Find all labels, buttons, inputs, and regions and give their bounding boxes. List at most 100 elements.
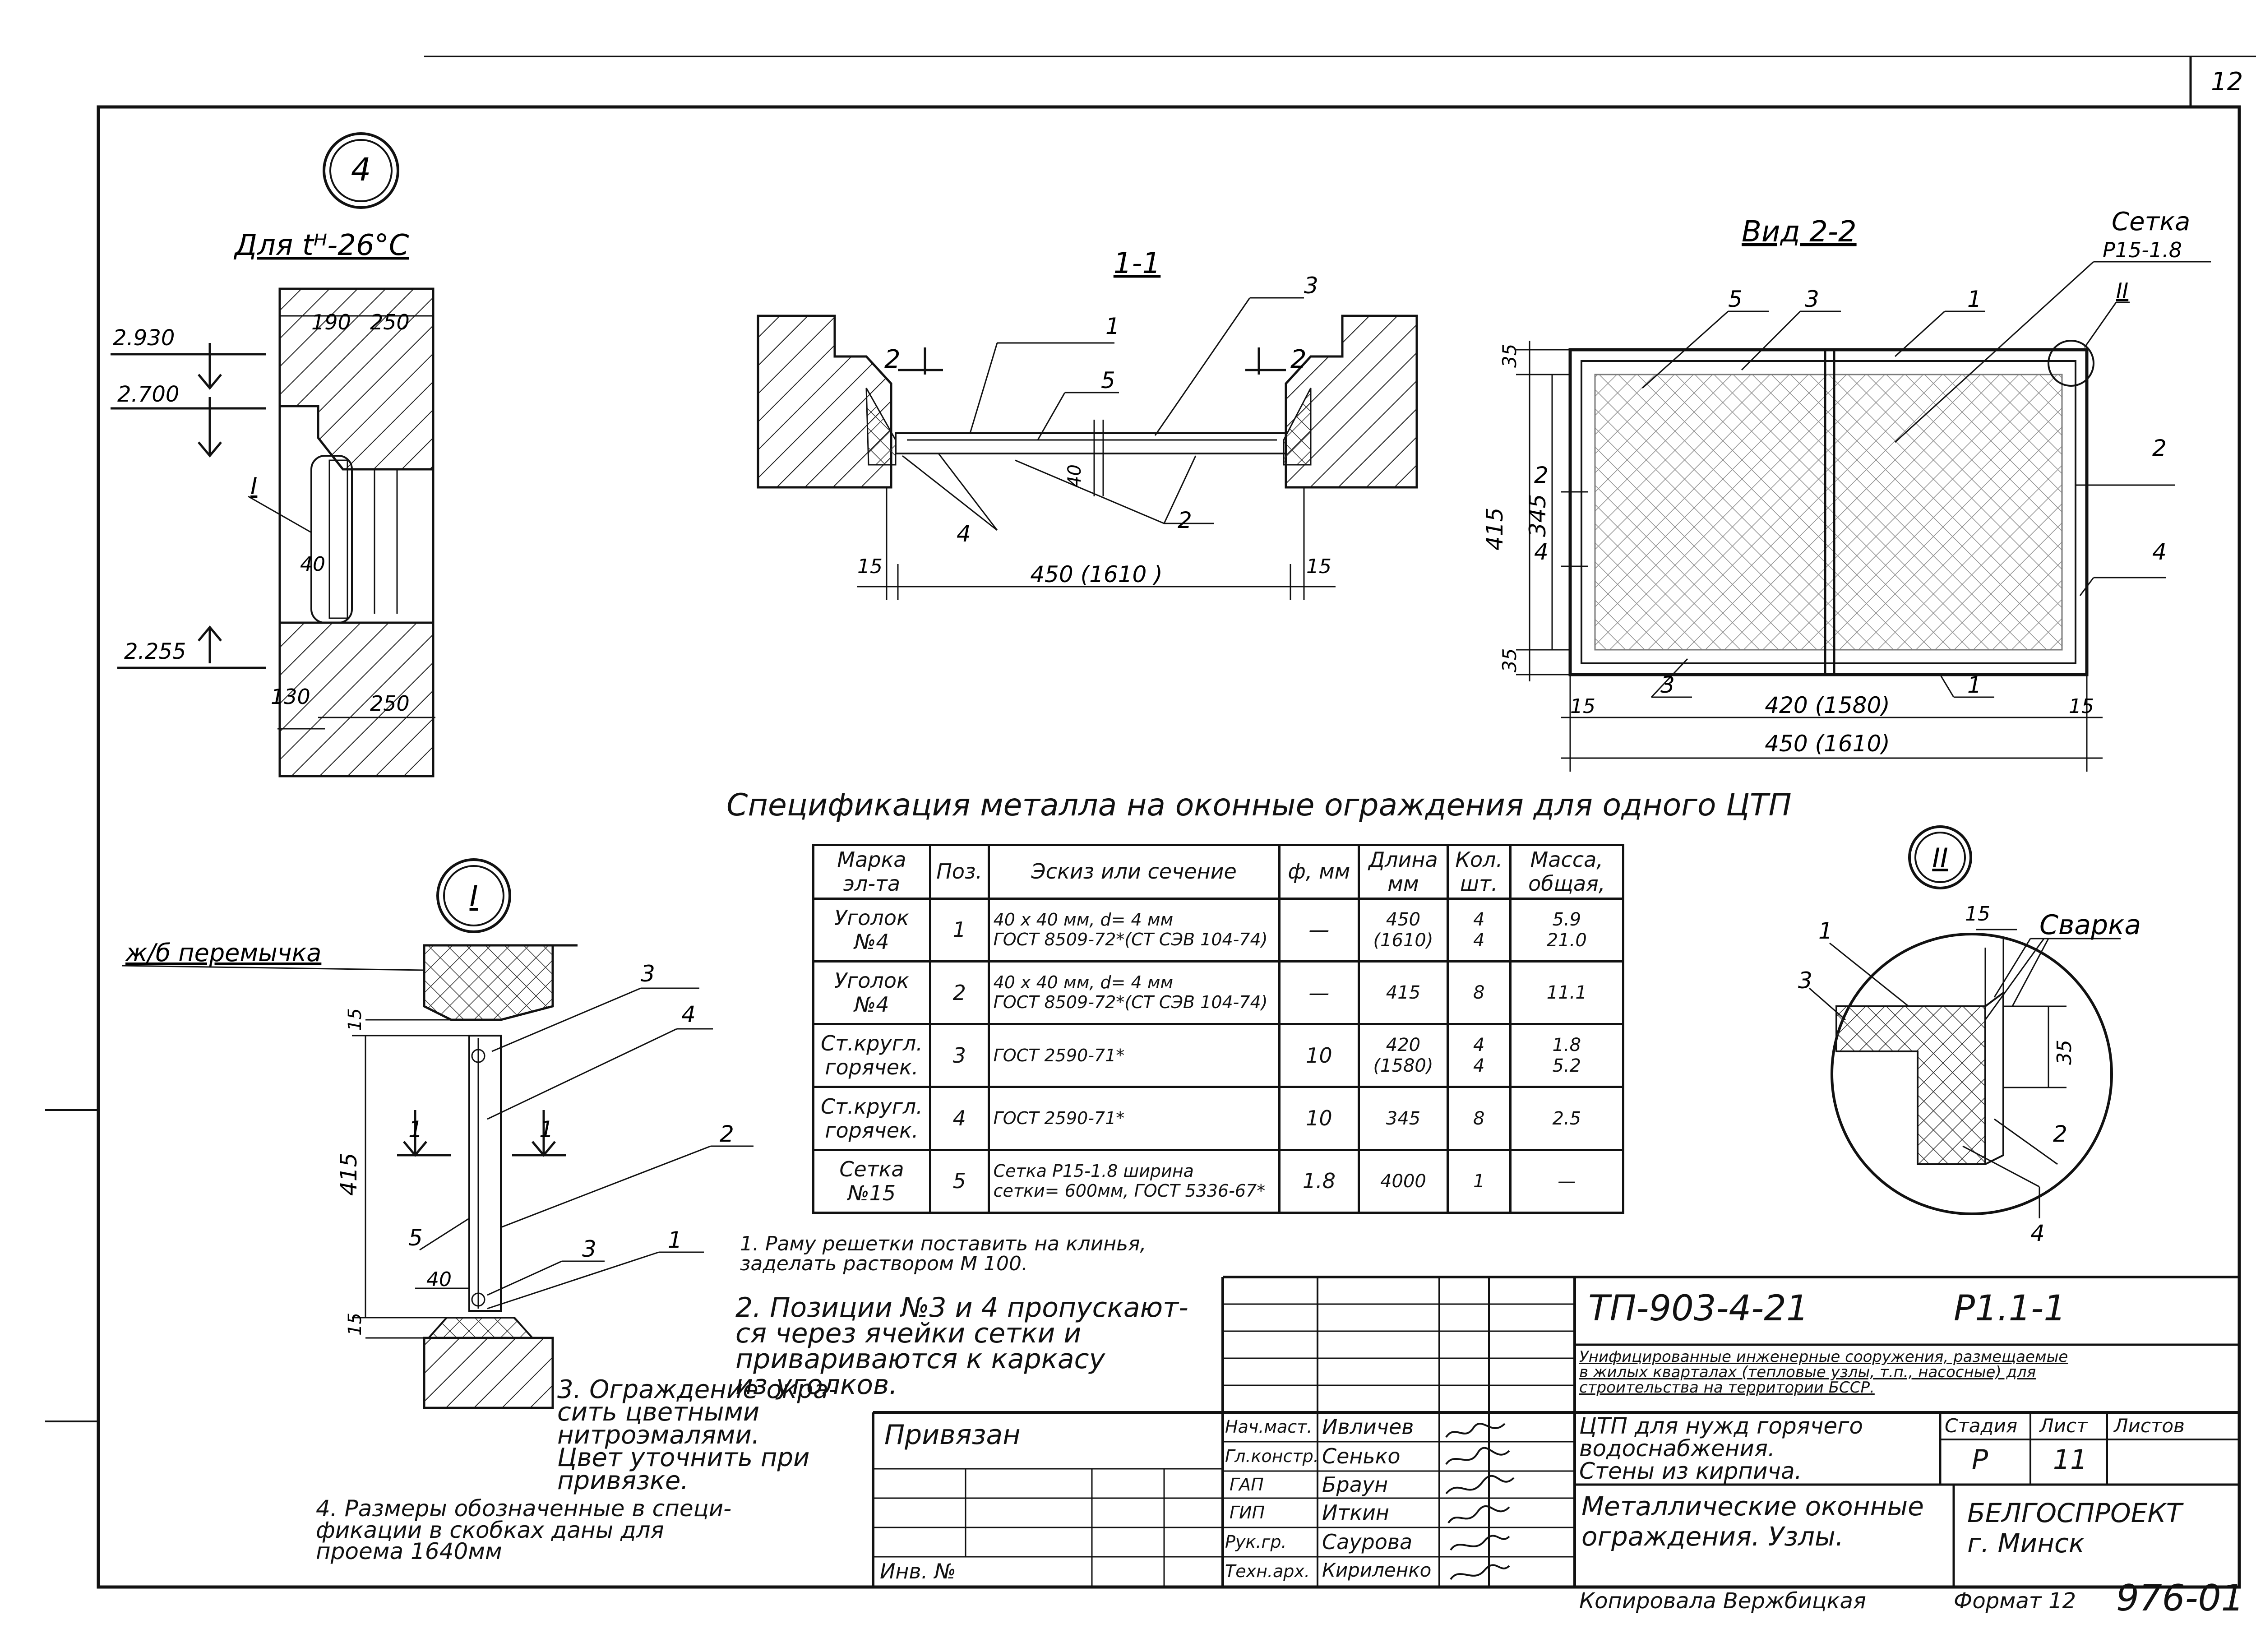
spec-cell-mark: Ст.кругл. горячек. [812, 1086, 931, 1151]
name-1: Ивличев [1322, 1415, 1414, 1439]
spec-cell-mark: Сетка №15 [812, 1148, 931, 1214]
name-5: Саурова [1322, 1530, 1413, 1554]
section-dim-15-right: 15 [1306, 555, 1331, 578]
sheet-frame [45, 56, 2256, 1589]
stage-value: Р [1972, 1444, 1988, 1476]
view-dim-450: 450 (1610) [1765, 731, 1890, 757]
spec-col-length: Длина мм [1358, 844, 1449, 900]
spec-cell-qty: 8 [1446, 1086, 1512, 1151]
detail-ii [1809, 825, 2121, 1218]
name-4: Иткин [1322, 1500, 1389, 1525]
section-cut-left: 2 [884, 345, 901, 374]
section-dim-40: 40 [1064, 464, 1085, 487]
table-row: Ст.кругл. горячек. 3 ГОСТ 2590-71* 10 42… [812, 1023, 1625, 1088]
spec-cell-length: 450 (1610) [1358, 897, 1449, 963]
view-dim-420: 420 (1580) [1765, 692, 1890, 718]
table-row: Ст.кругл. горячек. 4 ГОСТ 2590-71* 10 34… [812, 1086, 1625, 1151]
spec-cell-pos: 4 [929, 1086, 990, 1151]
role-6: Техн.арх. [1225, 1561, 1310, 1581]
detail-4-callout: I [250, 473, 257, 500]
detail-4-dim-190: 190 [311, 310, 351, 334]
format-label: Формат 12 [1954, 1588, 2076, 1614]
detail-4-dim-40: 40 [300, 553, 325, 576]
sheet-code: Р1.1-1 [1954, 1288, 2066, 1329]
section-cut-right: 2 [1290, 345, 1307, 374]
spec-cell-mass: 11.1 [1509, 960, 1625, 1026]
spec-cell-dia: 10 [1278, 1023, 1360, 1088]
detail-i-cut-right: 1 [539, 1116, 554, 1143]
detail-i [121, 858, 754, 1409]
spec-cell-sketch: 40 х 40 мм, d= 4 мм ГОСТ 8509-72*(СТ СЭВ… [987, 897, 1281, 963]
name-3: Браун [1322, 1472, 1388, 1497]
detail-i-marker: I [470, 880, 478, 913]
copied-by: Копировала Вержбицкая [1579, 1588, 1866, 1614]
role-1: Нач.маст. [1225, 1417, 1313, 1437]
note-1: 1. Раму решетки поставить на клинья, зад… [740, 1232, 1146, 1275]
spec-cell-dia: — [1278, 960, 1360, 1026]
detail-i-label-1: 1 [668, 1227, 682, 1253]
view-2-2 [1516, 261, 2211, 772]
spec-cell-mass: — [1509, 1148, 1625, 1214]
view-label-4-left: 4 [1534, 539, 1549, 565]
spec-cell-pos: 3 [929, 1023, 990, 1088]
detail-i-dim-415: 415 [336, 1153, 362, 1196]
detail-i-label-2: 2 [720, 1121, 734, 1147]
role-3: ГАП [1230, 1475, 1264, 1495]
section-dim-15-left: 15 [857, 555, 883, 578]
spec-cell-qty: 1 [1446, 1148, 1512, 1214]
detail-4-dim-250-lower: 250 [370, 691, 410, 716]
inventory-label: Инв. № [880, 1559, 956, 1583]
spec-col-mark: Марка эл-та [812, 844, 931, 900]
section-label-4: 4 [957, 521, 971, 547]
sheet-number-top: 12 [2211, 67, 2243, 97]
spec-col-pos: Поз. [929, 844, 990, 900]
spec-cell-mark: Уголок №4 [812, 960, 931, 1026]
view-label-2-right: 2 [2152, 435, 2167, 461]
section-label-5: 5 [1101, 367, 1115, 393]
spec-cell-sketch: ГОСТ 2590-71* [987, 1086, 1281, 1151]
table-row: Уголок №4 1 40 х 40 мм, d= 4 мм ГОСТ 850… [812, 897, 1625, 963]
detail-i-lintel: ж/б перемычка [125, 939, 321, 967]
detail-i-dim-15-bottom: 15 [345, 1313, 365, 1336]
section-1-1 [757, 297, 1418, 600]
role-2: Гл.констр. [1225, 1446, 1319, 1466]
level-2255: 2.255 [124, 639, 186, 664]
view-label-1-bottom: 1 [1967, 672, 1982, 698]
section-label-1: 1 [1105, 313, 1120, 339]
view-callout-ii: II [2116, 278, 2128, 303]
view-dim-15-left: 15 [1570, 695, 1595, 718]
name-6: Кириленко [1322, 1559, 1432, 1581]
doc-code: ТП-903-4-21 [1588, 1288, 1809, 1329]
spec-cell-mass: 5.9 21.0 [1509, 897, 1625, 963]
archive-number: 976-01 [2116, 1577, 2244, 1619]
table-row: Уголок №4 2 40 х 40 мм, d= 4 мм ГОСТ 850… [812, 960, 1625, 1026]
detail-ii-label-2: 2 [2053, 1121, 2067, 1147]
spec-cell-length: 345 [1358, 1086, 1449, 1151]
project-name: Унифицированные инженерные сооружения, р… [1579, 1348, 2068, 1397]
detail-ii-dim-35: 35 [2053, 1040, 2076, 1065]
sheet-value: 11 [2053, 1444, 2088, 1476]
spec-col-dia: ф, мм [1278, 844, 1360, 900]
detail-4-caption: Для tᴴ-26°C [233, 229, 409, 262]
view-dim-35-top: 35 [1498, 344, 1521, 368]
stage-header: Стадия [1945, 1415, 2018, 1437]
spec-cell-qty: 4 4 [1446, 1023, 1512, 1088]
organization: БЕЛГОСПРОЕКТ г. Минск [1967, 1498, 2182, 1559]
detail-i-cut-left: 1 [408, 1116, 423, 1143]
spec-cell-mark: Уголок №4 [812, 897, 931, 963]
role-5: Рук.гр. [1225, 1532, 1287, 1552]
spec-cell-sketch: Сетка Р15-1.8 ширина сетки= 600мм, ГОСТ … [987, 1148, 1281, 1214]
detail-4 [111, 132, 435, 777]
detail-i-label-5: 5 [408, 1225, 423, 1251]
view-2-2-title: Вид 2-2 [1742, 215, 1857, 249]
view-label-5: 5 [1728, 286, 1743, 312]
level-2700: 2.700 [117, 382, 179, 407]
spec-cell-length: 420 (1580) [1358, 1023, 1449, 1088]
detail-i-dim-40: 40 [426, 1268, 452, 1291]
section-dim-450: 450 (1610 ) [1030, 561, 1162, 588]
spec-cell-length: 415 [1358, 960, 1449, 1026]
view-dim-15-right: 15 [2069, 695, 2094, 718]
detail-ii-dim-15: 15 [1965, 902, 1990, 925]
view-label-4-right: 4 [2152, 539, 2167, 565]
